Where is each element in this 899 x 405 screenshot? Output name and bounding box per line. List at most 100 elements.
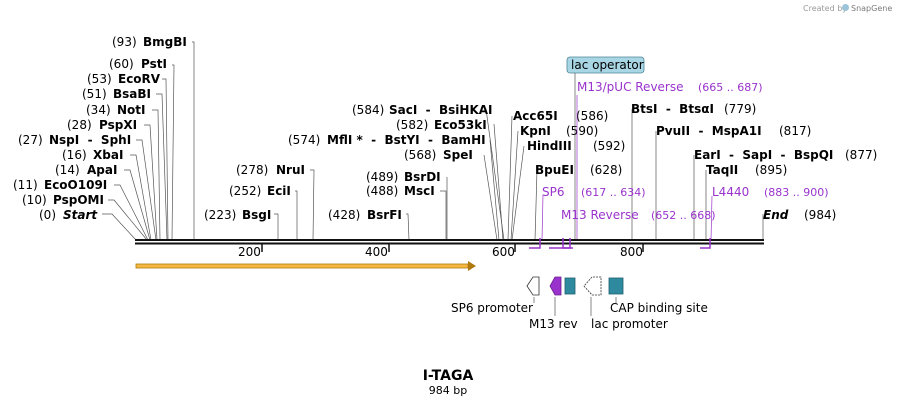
site-name: NspI - SphI: [49, 133, 131, 147]
site-pos: (489): [366, 170, 398, 184]
ruler-tick: 200: [238, 245, 261, 259]
restriction-sites: (93) BmgBI (60) PstI (53) EcoRV (51) Bsa…: [13, 35, 877, 222]
site-name: BsgI: [242, 208, 271, 222]
lac-operator-box: [566, 56, 645, 74]
site-name: Eco53kI: [434, 118, 487, 132]
site-pos: (428): [328, 208, 360, 222]
site-name: Acc65I: [513, 109, 558, 123]
site-pos: (590): [566, 124, 598, 138]
site-pos: (27): [18, 133, 43, 147]
primer-name: L4440: [712, 185, 749, 199]
sp6-promoter-label: SP6 promoter: [451, 301, 533, 315]
plasmid-name: I-TAGA: [423, 368, 474, 384]
site-pos: (53): [87, 72, 112, 86]
primer-range: (652 .. 668): [651, 209, 716, 222]
lac-operator-block: [564, 277, 576, 295]
site-pos: (278): [236, 163, 268, 177]
m13-rev-label: M13 rev: [529, 317, 578, 331]
site-pos: (51): [82, 87, 107, 101]
site-name: PvuII - MspA1I: [656, 124, 762, 138]
site-pos: (984): [804, 208, 836, 222]
site-pos: (223): [204, 208, 236, 222]
site-name: PstI: [141, 57, 167, 71]
ruler-tick: 600: [492, 245, 515, 259]
site-name: SpeI: [443, 148, 473, 162]
site-name: MscI: [404, 184, 435, 198]
site-pos: (252): [229, 184, 261, 198]
site-name: NotI: [117, 103, 146, 117]
m13-rev-arrow: [549, 276, 562, 296]
site-name: BmgBI: [143, 35, 187, 49]
site-name: BtsI - BtsαI: [631, 102, 714, 116]
orf-arrow: [135, 261, 476, 271]
site-name: BpuEI: [535, 163, 574, 177]
snapgene-logo-icon: [842, 4, 849, 11]
site-name: ApaI: [87, 163, 117, 177]
plasmid-length: 984 bp: [429, 384, 467, 397]
site-pos: (628): [590, 163, 622, 177]
primer-marks: [529, 238, 711, 249]
site-name: BsrFI: [367, 208, 402, 222]
site-name: End: [763, 208, 789, 222]
sp6-promoter-arrow: [526, 276, 540, 296]
primer-name: M13/pUC Reverse: [577, 80, 684, 94]
primer-range: (883 .. 900): [764, 186, 829, 199]
features: [526, 276, 624, 296]
lac-promoter-label: lac promoter: [591, 317, 668, 331]
site-pos: (14): [55, 163, 80, 177]
credit-brand: SnapGene: [851, 4, 892, 13]
primer-range: (617 .. 634): [581, 186, 646, 199]
ruler-tick: 400: [365, 245, 388, 259]
site-name: XbaI: [93, 148, 123, 162]
site-name: MflI * - BstYI - BamHI: [327, 133, 486, 147]
site-pos: (574): [288, 133, 320, 147]
lac-promoter-arrow: [583, 276, 602, 296]
site-leader-lines: [102, 41, 764, 241]
site-pos: (779): [724, 102, 756, 116]
lac-operator-label: lac operator: [571, 58, 644, 72]
cap-site-block: [608, 277, 624, 295]
site-pos: (0): [39, 208, 56, 222]
site-name: PspXI: [99, 118, 137, 132]
site-pos: (16): [62, 148, 87, 162]
site-pos: (584): [352, 103, 384, 117]
site-name: Start: [63, 208, 98, 222]
site-pos: (592): [593, 139, 625, 153]
feature-labels: SP6 promoter M13 rev lac promoter CAP bi…: [451, 297, 708, 331]
site-pos: (817): [779, 124, 811, 138]
primer-name: M13 Reverse: [561, 208, 639, 222]
ruler-tick: 800: [620, 245, 643, 259]
site-pos: (488): [366, 184, 398, 198]
dna-backbone: [135, 239, 764, 245]
primer-name: SP6: [542, 185, 565, 199]
site-name: SacI - BsiHKAI: [389, 103, 493, 117]
site-name: TaqII: [706, 163, 738, 177]
site-pos: (877): [845, 148, 877, 162]
site-pos: (586): [576, 109, 608, 123]
credit-prefix: Created by: [803, 4, 847, 13]
site-pos: (568): [404, 148, 436, 162]
primer-labels: M13/pUC Reverse (665 .. 687) SP6 (617 ..…: [541, 80, 829, 241]
site-pos: (895): [755, 163, 787, 177]
site-pos: (28): [67, 118, 92, 132]
primer-range: (665 .. 687): [698, 81, 763, 94]
site-name: NruI: [276, 163, 305, 177]
site-pos: (93): [112, 35, 137, 49]
site-name: KpnI: [520, 124, 551, 138]
site-pos: (60): [109, 57, 134, 71]
site-name: EcoO109I: [44, 178, 107, 192]
site-name: EarI - SapI - BspQI: [694, 148, 833, 162]
site-name: BsaBI: [113, 87, 151, 101]
site-pos: (582): [396, 118, 428, 132]
site-pos: (34): [86, 103, 111, 117]
site-name: PspOMI: [53, 193, 104, 207]
ruler: 200 400 600 800: [238, 244, 644, 259]
site-name: BsrDI: [404, 170, 441, 184]
site-name: EcoRV: [118, 72, 161, 86]
site-pos: (11): [13, 178, 38, 192]
site-name: HindIII: [527, 139, 572, 153]
site-pos: (10): [22, 193, 47, 207]
site-name: EciI: [267, 184, 291, 198]
cap-site-label: CAP binding site: [610, 301, 708, 315]
